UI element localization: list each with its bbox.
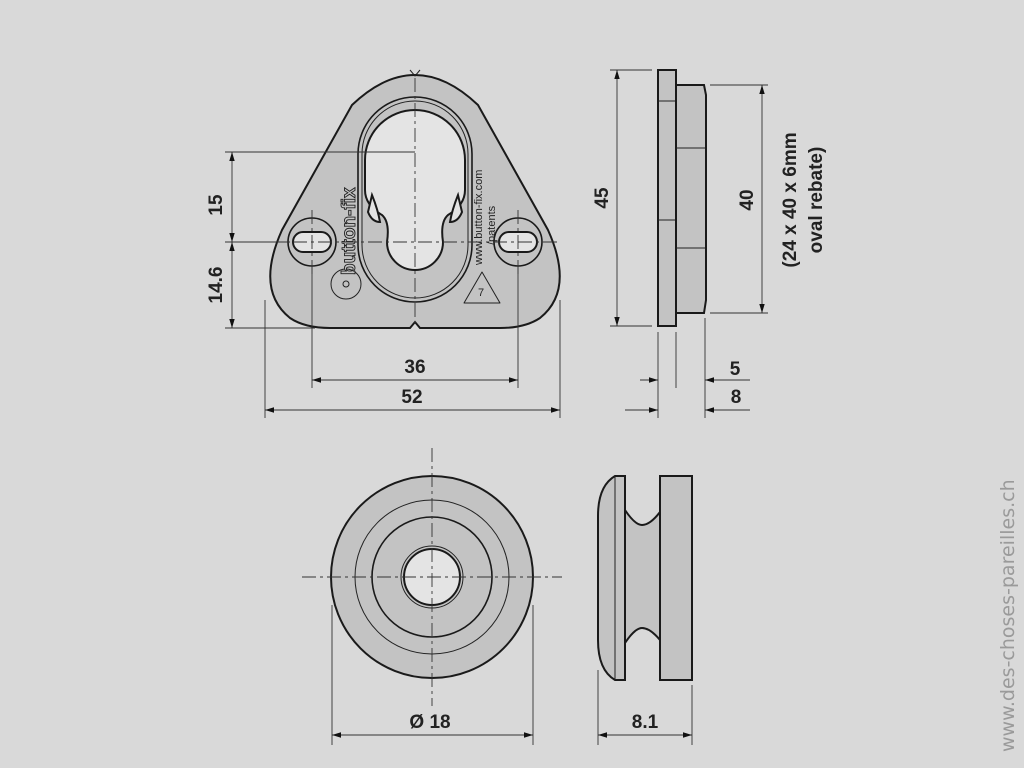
dim-52: 52: [401, 387, 422, 408]
plate-front-view: button-fix www.button-fix.com /patents 7…: [206, 69, 561, 418]
side-pocket-left: [366, 191, 382, 224]
button-dome: [597, 475, 626, 681]
dim-40: 40: [737, 189, 758, 210]
dim-5: 5: [730, 359, 741, 380]
recycle-code: 7: [478, 287, 484, 299]
rebate-note-line1: (24 x 40 x 6mm: [780, 132, 801, 267]
dim-45: 45: [592, 187, 613, 209]
dim-8: 8: [731, 387, 742, 408]
brand-text: button-fix: [339, 187, 360, 275]
plate-side: [657, 69, 677, 327]
plate-side-view: 45 40 (24 x 40 x 6mm oval rebate) 5 8: [592, 69, 827, 418]
rebate-note-line2: oval rebate): [806, 147, 827, 254]
dim-14-6: 14.6: [206, 267, 227, 304]
side-pocket-right: [448, 191, 464, 224]
small-circle: [330, 268, 362, 300]
small-circle-center: [342, 280, 350, 288]
recycle-icon: 7: [463, 271, 501, 304]
button-front-view: Ø 18: [302, 448, 562, 745]
button-flange: [659, 475, 693, 681]
dim-36: 36: [404, 357, 425, 378]
dim-width: 8.1: [632, 712, 659, 733]
url-text: www.button-fix.com: [473, 170, 485, 266]
patents-text: /patents: [486, 205, 498, 245]
top-notch: [409, 69, 421, 77]
dim-diameter: Ø 18: [409, 712, 450, 733]
boss-side: [675, 84, 707, 314]
watermark: www.des-choses-pareilles.ch: [997, 479, 1019, 752]
dim-15: 15: [206, 194, 227, 216]
button-neck-side: [624, 506, 661, 647]
button-side-view: 8.1: [597, 475, 693, 745]
